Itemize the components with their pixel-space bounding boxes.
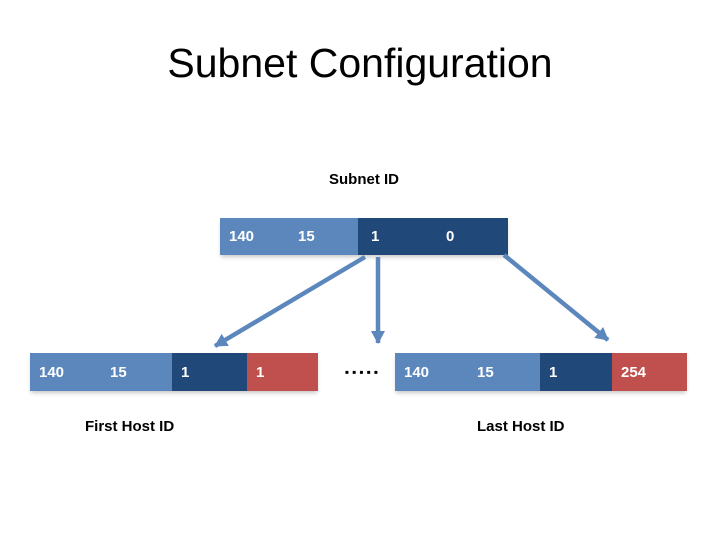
first-host-octet-3: 1 [172,353,247,391]
last-host-octet-4: 254 [612,353,687,391]
last-host-octet-2: 15 [468,353,540,391]
arrow-to-first-host [213,255,367,348]
first-host-label: First Host ID [85,418,175,435]
arrow-to-last-host [502,253,610,342]
subnet-id-label: Subnet ID [329,171,399,188]
last-host-octet-1: 140 [395,353,468,391]
subnet-octet-3: 1 [358,218,433,255]
first-host-octet-2: 15 [101,353,172,391]
last-host-bar: 140 15 1 254 [395,353,687,391]
subnet-octet-4: 0 [433,218,508,255]
first-host-octet-1: 140 [30,353,101,391]
subnet-id-bar: 140 15 1 0 [220,218,508,255]
last-host-label: Last Host ID [477,418,565,435]
first-host-octet-4: 1 [247,353,318,391]
subnet-octet-2: 15 [289,218,358,255]
slide-title: Subnet Configuration [167,40,553,86]
ellipsis-dots: ▪▪▪▪▪ [344,365,382,379]
last-host-octet-3: 1 [540,353,612,391]
subnet-octet-1: 140 [220,218,289,255]
first-host-bar: 140 15 1 1 [30,353,318,391]
